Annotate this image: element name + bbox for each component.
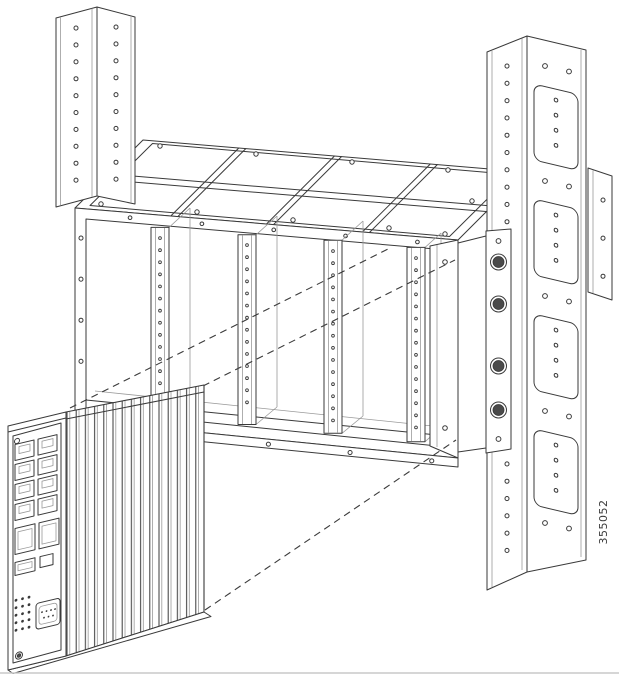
module-front-panel-content bbox=[14, 434, 61, 660]
heatsink-fins bbox=[65, 384, 205, 657]
slot-guide-rail-2 bbox=[237, 215, 278, 425]
left-post-mounting-holes bbox=[73, 24, 119, 199]
ethernet-port-grid bbox=[14, 434, 58, 521]
thumbscrew-1 bbox=[490, 253, 507, 271]
management-port bbox=[39, 553, 54, 569]
insertion-dashed-line bbox=[202, 259, 456, 387]
module-front-panel bbox=[7, 411, 67, 671]
right-post-flange-holes bbox=[542, 63, 572, 532]
thumbscrew-4 bbox=[490, 401, 507, 419]
insertion-guide-lines bbox=[69, 247, 457, 611]
panel-screw-top bbox=[14, 437, 20, 445]
chassis-right-wall bbox=[429, 239, 459, 459]
led-grid bbox=[14, 595, 31, 632]
expansion-module bbox=[7, 384, 212, 674]
console-port bbox=[35, 598, 61, 630]
thumbscrew-3 bbox=[490, 357, 507, 375]
insertion-dashed-line bbox=[204, 439, 457, 611]
chassis-mounting-flange bbox=[457, 228, 512, 454]
rack-rear-bracket bbox=[587, 167, 613, 301]
usb-port bbox=[14, 557, 36, 576]
left-rack-post bbox=[55, 6, 136, 208]
right-post-cutouts bbox=[533, 85, 579, 515]
chassis bbox=[74, 139, 527, 468]
panel-captive-screw bbox=[15, 651, 23, 660]
slot-guide-rail-1 bbox=[150, 207, 191, 417]
figure-id-label: 355052 bbox=[597, 500, 610, 545]
sfp-ports bbox=[14, 517, 60, 555]
slot-guide-rails bbox=[150, 207, 442, 443]
chassis-top-face bbox=[74, 139, 527, 241]
thumbscrew-2 bbox=[490, 295, 507, 313]
slot-guide-rail-3 bbox=[323, 220, 364, 434]
